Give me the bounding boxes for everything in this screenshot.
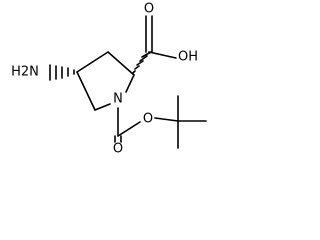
atom-hydroxyl-acid: OH <box>178 50 198 65</box>
hashed-wedge-bond-amine <box>49 64 75 81</box>
atom-nitrogen-ring: N <box>113 92 123 107</box>
bond-oester-ctert <box>154 117 179 122</box>
bond-c2-c1 <box>107 51 135 76</box>
bond-c1-n <box>125 74 135 93</box>
hashed-wedge-bond-acid <box>132 51 152 74</box>
atom-oxygen-carbonyl-acid: O <box>144 2 154 17</box>
atom-oxygen-ester-boc: O <box>143 112 153 127</box>
atom-oxygen-carbonyl-boc: O <box>113 142 123 157</box>
atom-amine: H2N <box>11 65 39 80</box>
structure-diagram: O OH H2N N O O <box>11 2 207 157</box>
bond-acid-c-oh <box>148 51 177 59</box>
bond-c3-c2 <box>76 51 109 73</box>
bond-n-c5 <box>94 103 111 111</box>
bond-carbamate-c-oester <box>117 121 141 137</box>
bond-c5-c3 <box>76 71 96 111</box>
